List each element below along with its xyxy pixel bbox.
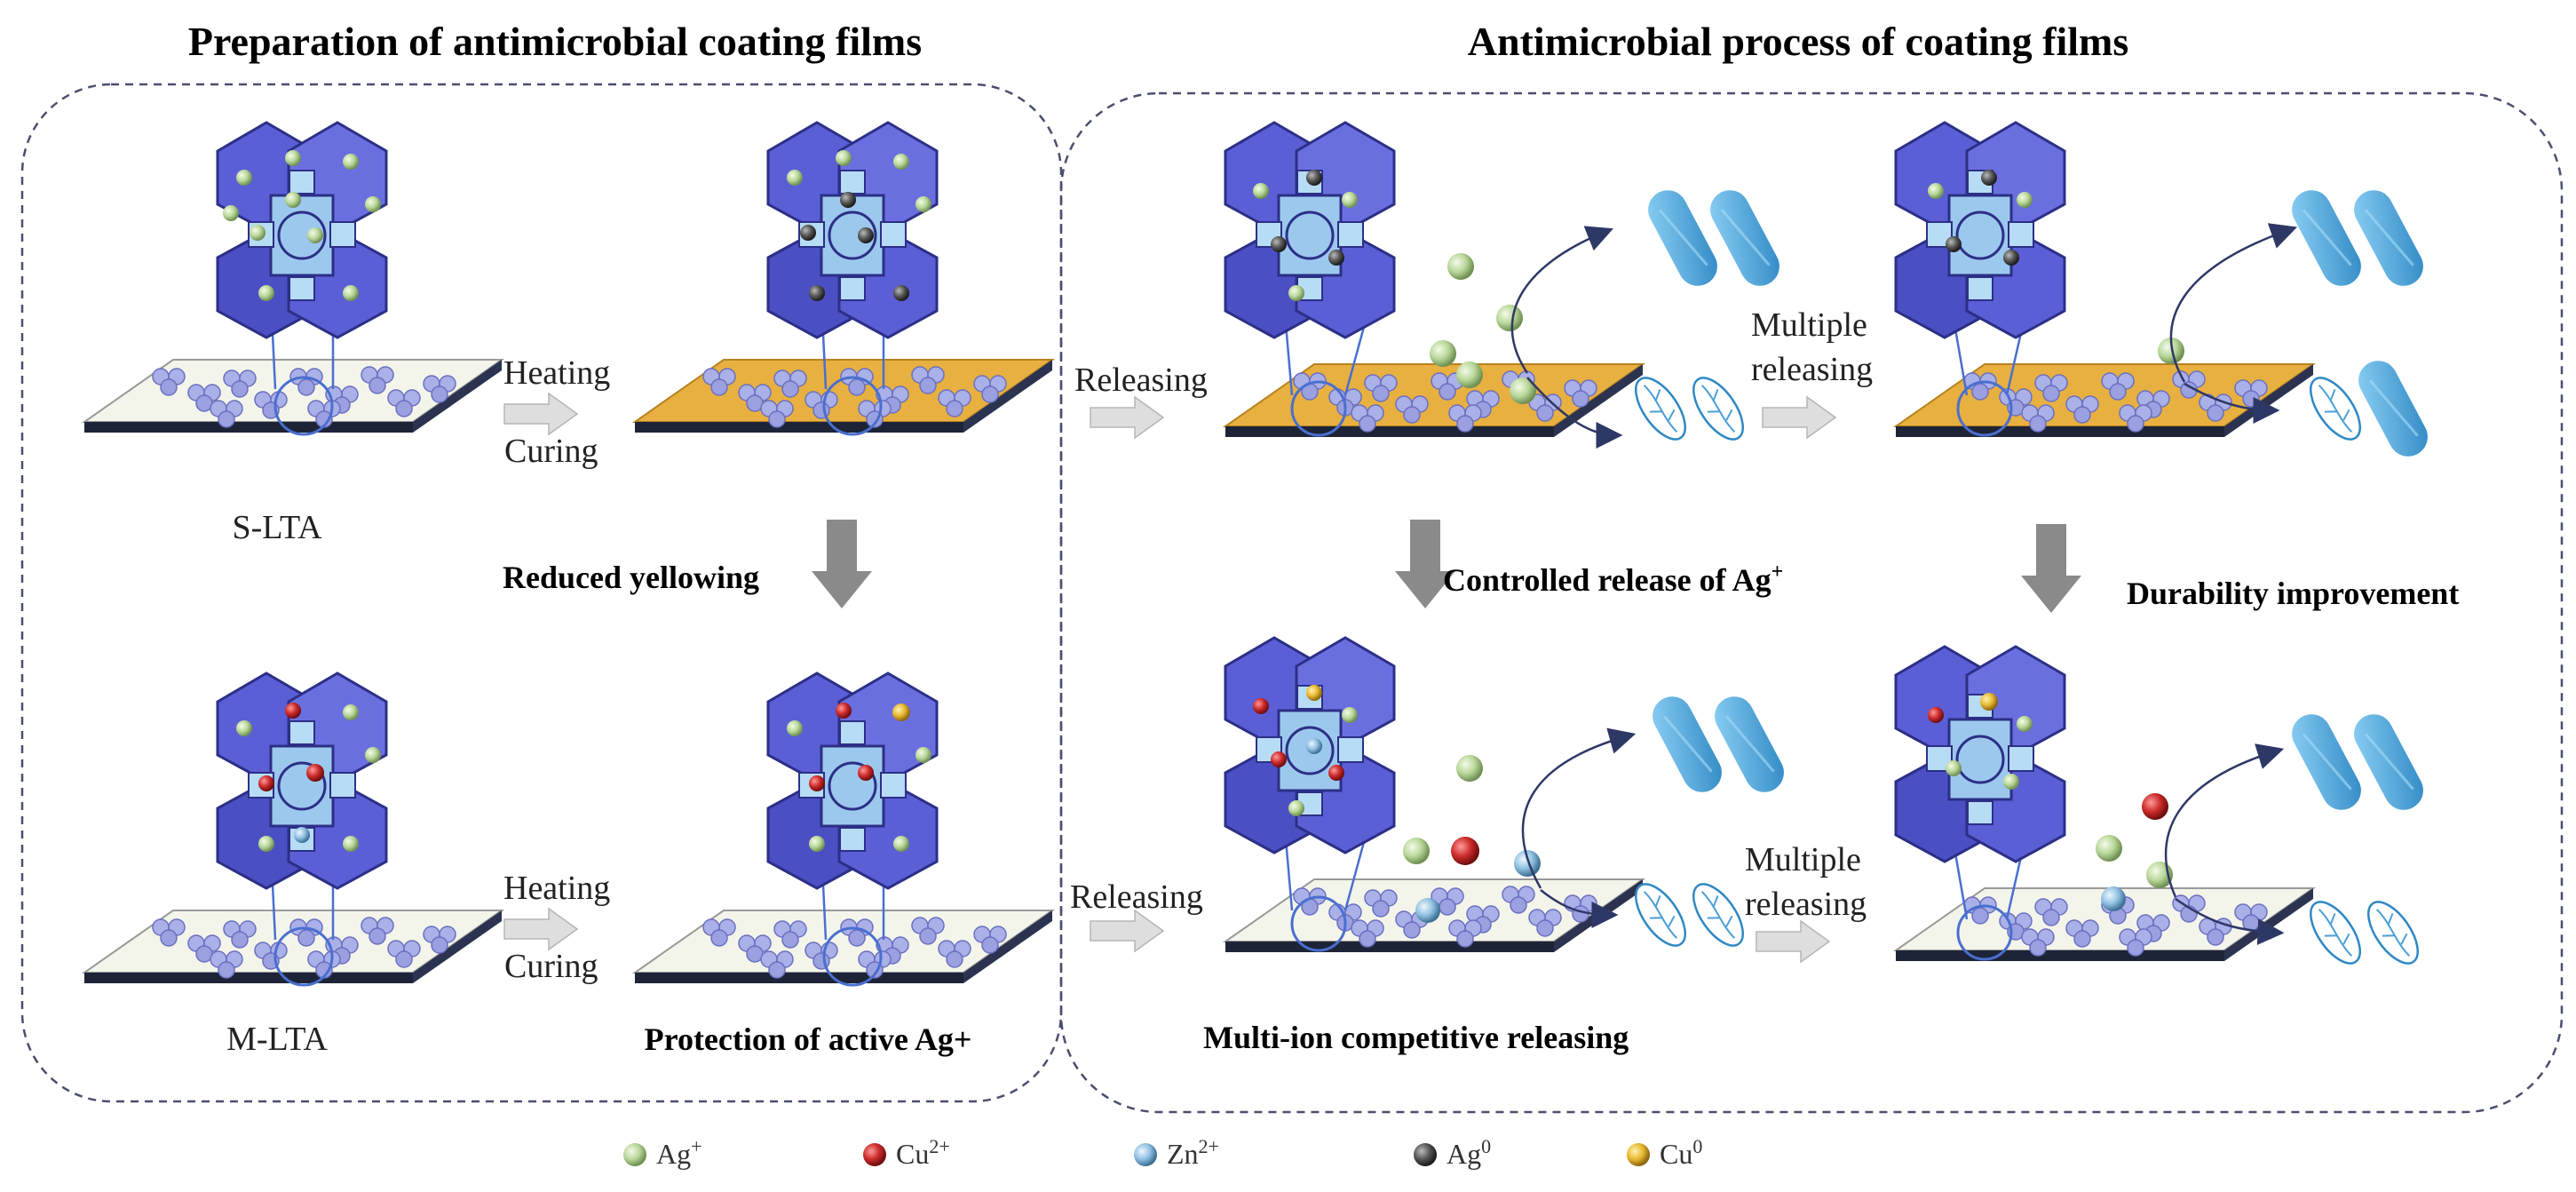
curing-label-top: Curing [504,433,598,470]
m-lta-label: M-LTA [226,1021,328,1058]
attack-arrow-up-3 [1521,727,1637,889]
cage-top-release [1224,121,1396,437]
legend: Ag+ Cu2+ Zn2+ Ag0 Cu0 [623,1135,1702,1170]
released-ag-ion-multiple [2158,338,2184,364]
attack-arrow-down-3 [1540,889,1619,928]
bacteria-rod-2 [2283,181,2432,295]
attack-arrow-down-4 [2175,897,2285,945]
s-lta-label: S-LTA [232,509,322,546]
ag-atom-sphere [1414,1143,1437,1166]
durability-arrow [2021,524,2081,613]
heating-label-top: Heating [503,354,610,392]
reduced-yellowing-arrow [812,520,872,608]
releasing-label-top: Releasing [1074,362,1208,399]
bacteria-leaf-1 [1625,369,1754,449]
legend-label: Ag0 [1447,1135,1491,1170]
m-lta-film-protected [634,910,1053,984]
attack-arrow-up-4 [2164,743,2285,898]
heating-arrow-top [503,393,578,435]
attack-arrow-up-1 [1510,226,1613,374]
releasing-arrow-top [1090,396,1164,439]
legend-label: Ag+ [656,1135,702,1170]
s-lta-film-clear [83,359,503,433]
bacteria-leaf-3 [1625,875,1754,955]
film-top-release [1225,363,1644,438]
multiple-releasing-label-bottom: releasing [1745,886,1867,923]
heating-arrow-bottom [503,908,578,950]
ag-ion-sphere [623,1143,646,1166]
attack-arrow-up-2 [2169,223,2298,383]
bacteria-rod-3 [2350,352,2437,465]
cu-atom-sphere [1627,1143,1650,1166]
zn-ion-sphere [1134,1143,1157,1166]
cu-ion-sphere [863,1143,886,1166]
reduced-yellowing-label: Reduced yellowing [503,560,759,595]
m-lta-cage-1 [216,671,388,987]
released-multi-ions [1403,755,1541,923]
bacteria-leaf-4 [2300,893,2429,973]
multiple-releasing-arrow-bottom [1756,920,1830,963]
releasing-arrow-bottom [1090,910,1164,952]
heating-label-bottom: Heating [503,870,610,907]
multiple-releasing-arrow-top [1762,396,1836,439]
legend-label: Cu0 [1660,1135,1702,1170]
multiple-releasing-label-top: releasing [1751,351,1873,388]
multi-ion-label: Multi-ion competitive releasing [1203,1020,1629,1055]
s-lta-cage-1 [216,121,388,436]
bacteria-rod-5 [2283,705,2432,819]
durability-label: Durability improvement [2127,576,2459,611]
multiple-label-top: Multiple [1751,306,1867,344]
right-panel-border [1059,91,2564,1114]
bacteria-rod-1 [1639,181,1788,295]
legend-label: Cu2+ [896,1135,950,1170]
left-panel-title: Preparation of antimicrobial coating fil… [188,19,922,64]
cage-bottom-release [1224,636,1396,952]
multiple-label-bottom: Multiple [1745,841,1861,878]
protection-label: Protection of active Ag+ [645,1021,972,1057]
attack-arrow-down-1 [1526,377,1623,449]
left-panel-border [20,83,1063,1103]
right-panel-title: Antimicrobial process of coating films [1468,19,2128,64]
attack-arrow-down-2 [2184,382,2280,424]
m-lta-film-clear [83,910,503,984]
cage-bottom-multiple [1894,645,2066,961]
m-lta-cage-2 [766,671,939,987]
releasing-label-bottom: Releasing [1070,878,1203,916]
bacteria-rod-4 [1644,687,1793,801]
s-lta-cage-2 [766,121,939,436]
s-lta-film-yellowed [634,359,1053,433]
released-ag-ions-top [1430,253,1536,404]
legend-label: Zn2+ [1167,1135,1219,1170]
controlled-release-label: Controlled release of Ag+ [1443,560,1783,598]
curing-label-bottom: Curing [504,948,598,985]
cage-top-multiple [1894,121,2066,437]
